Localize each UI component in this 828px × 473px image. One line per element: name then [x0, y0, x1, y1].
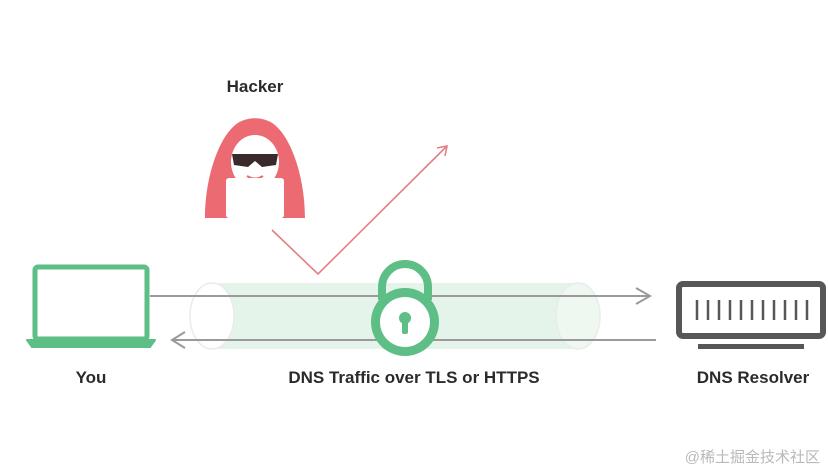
watermark: @稀土掘金技术社区 [684, 449, 820, 466]
you-label: You [75, 368, 107, 387]
hacker-icon [205, 118, 305, 218]
hacker-deflected-arrow [271, 144, 449, 276]
tunnel-label: DNS Traffic over TLS or HTTPS [288, 368, 540, 387]
dns-resolver-icon [676, 281, 826, 349]
laptop-icon [26, 264, 156, 348]
padlock-icon [371, 260, 439, 356]
dns-resolver-label: DNS Resolver [696, 368, 810, 387]
hacker-label: Hacker [226, 77, 284, 96]
